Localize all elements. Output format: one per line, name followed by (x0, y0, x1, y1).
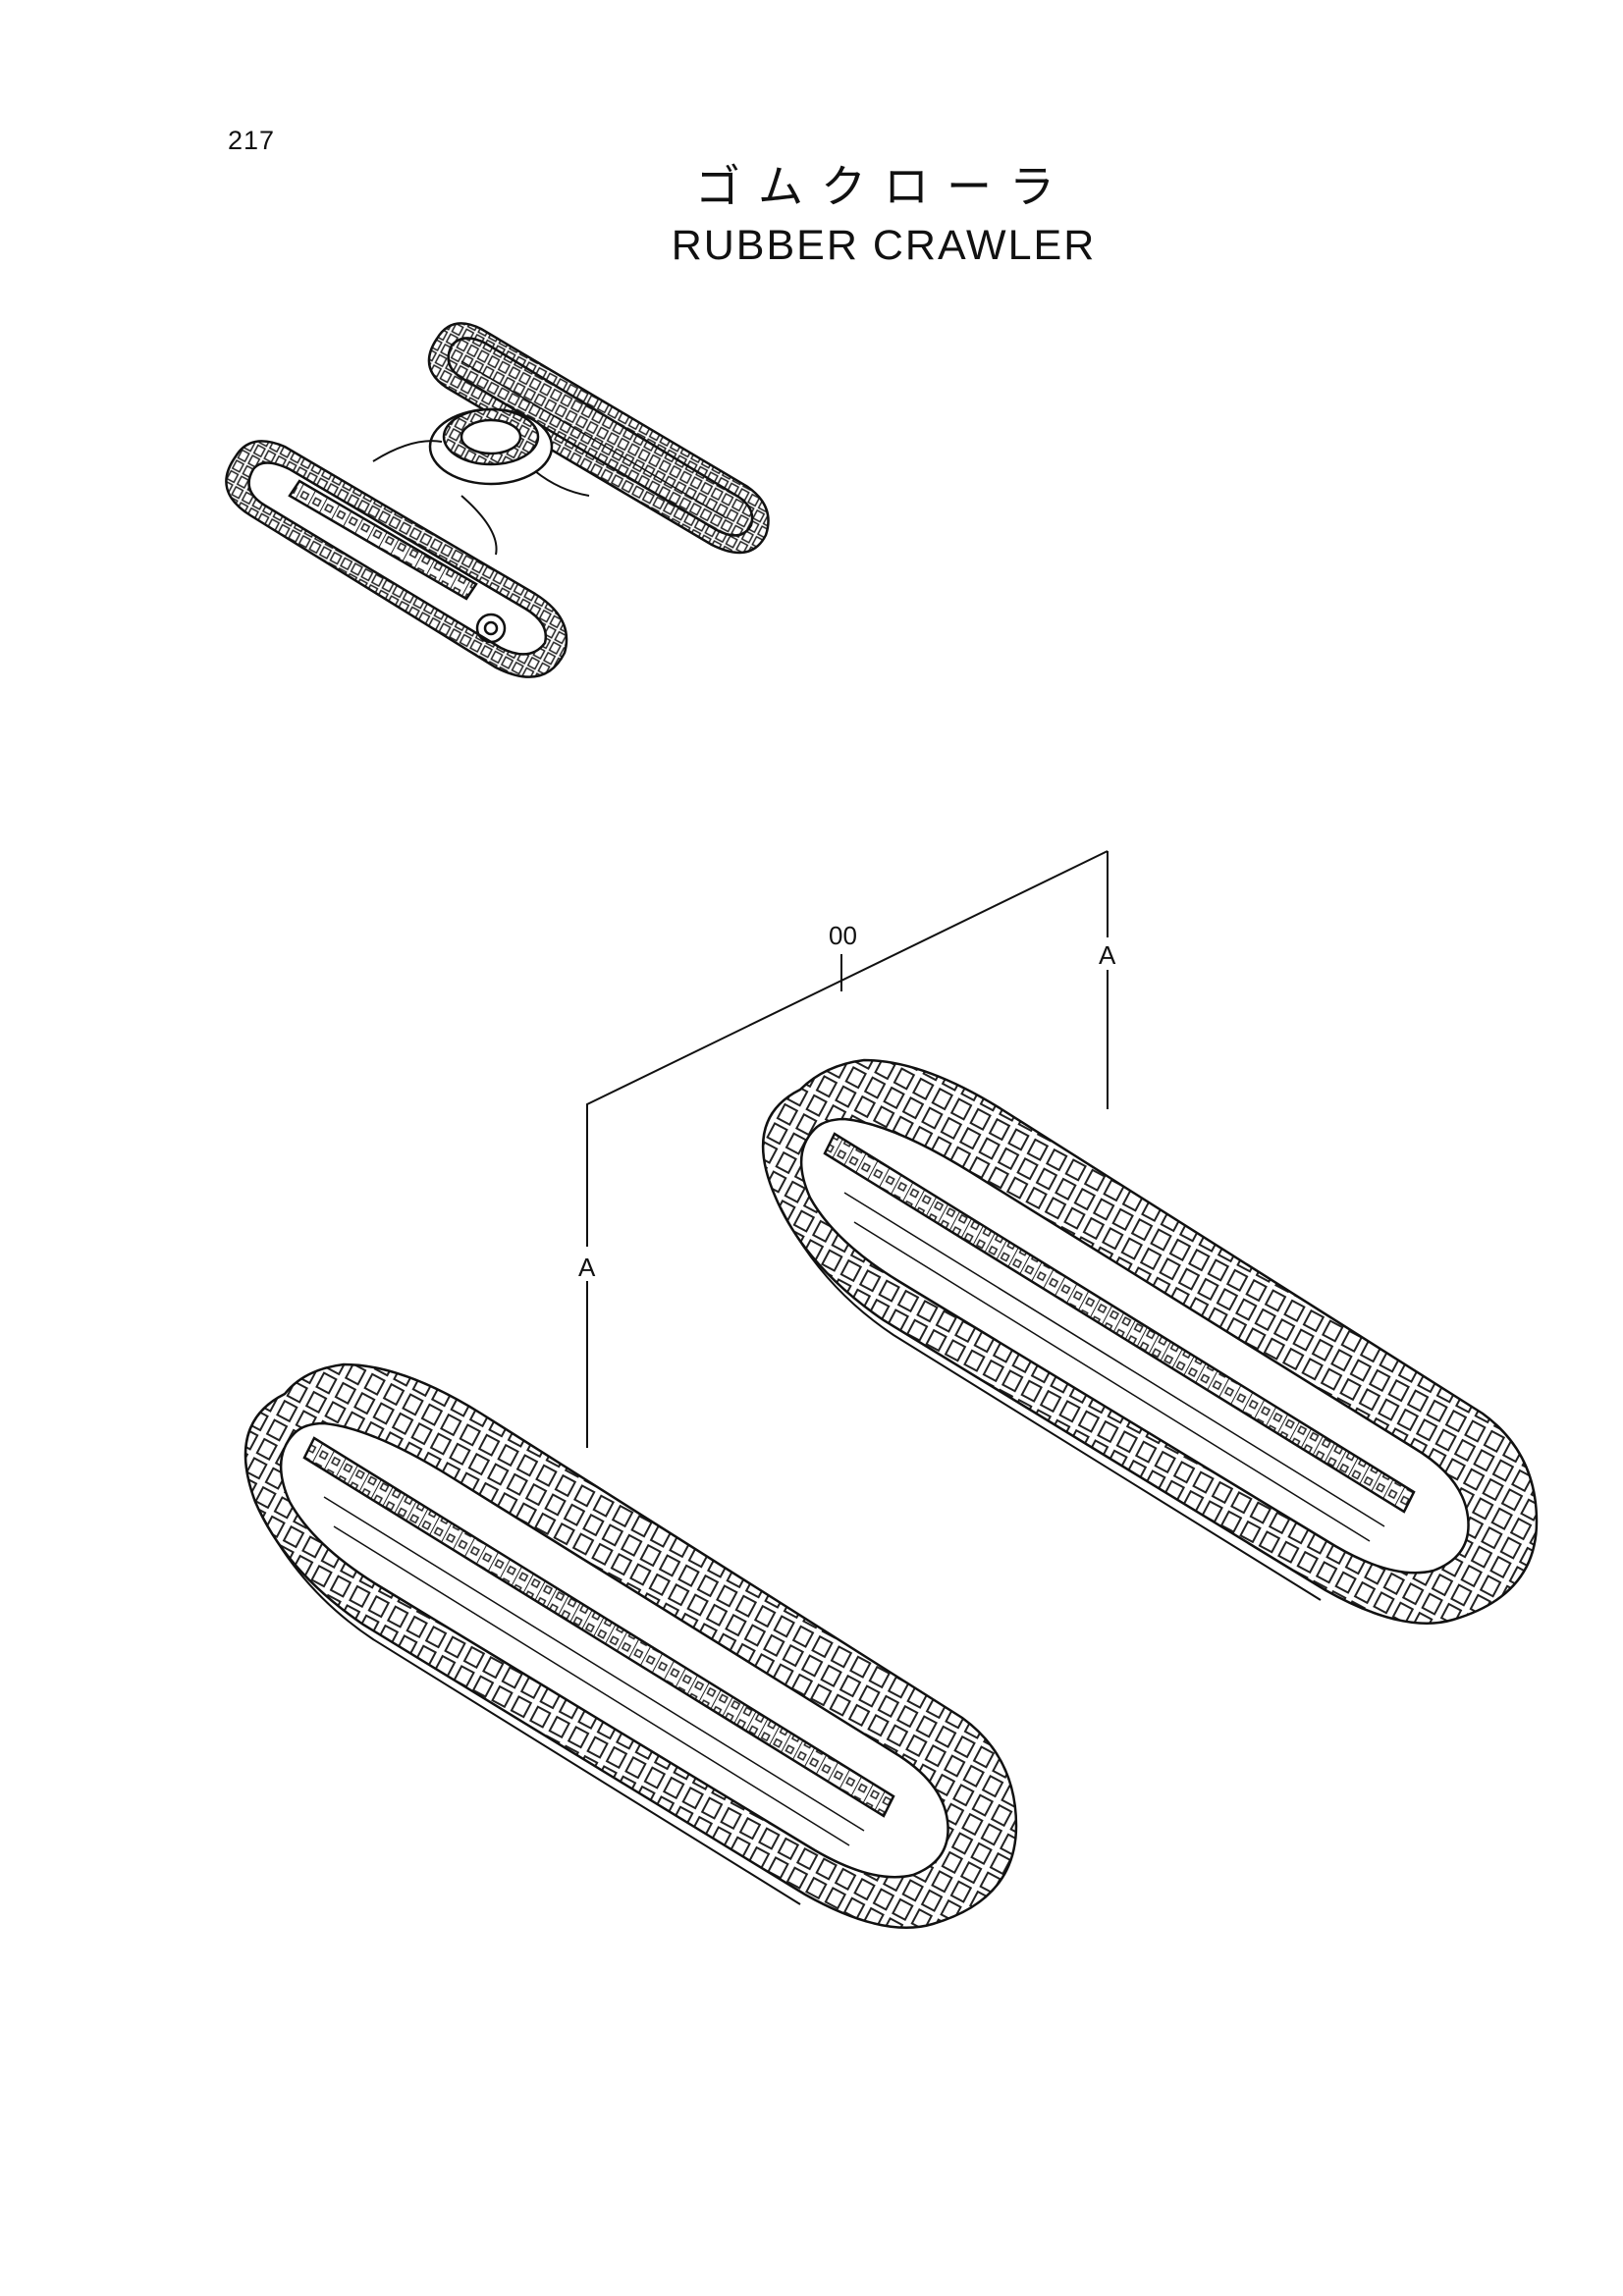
page-number: 217 (228, 126, 276, 155)
undercarriage-overview (225, 322, 770, 678)
callout-00: 00 (829, 921, 857, 950)
callout-a-right: A (1099, 940, 1116, 970)
title-block: ゴムクローラ RUBBER CRAWLER (628, 159, 1139, 273)
overview-crawler-rear (427, 322, 770, 555)
overview-crawler-front (225, 440, 568, 678)
rubber-crawler-left (243, 1362, 1018, 1929)
title-japanese: ゴムクローラ (695, 160, 1072, 213)
callout-leaders (586, 850, 1109, 1448)
rubber-crawler-right (761, 1058, 1539, 1625)
overview-frame (372, 407, 590, 556)
callout-a-left: A (578, 1253, 596, 1282)
leader-assembly (586, 850, 1109, 1148)
title-english: RUBBER CRAWLER (671, 222, 1097, 269)
